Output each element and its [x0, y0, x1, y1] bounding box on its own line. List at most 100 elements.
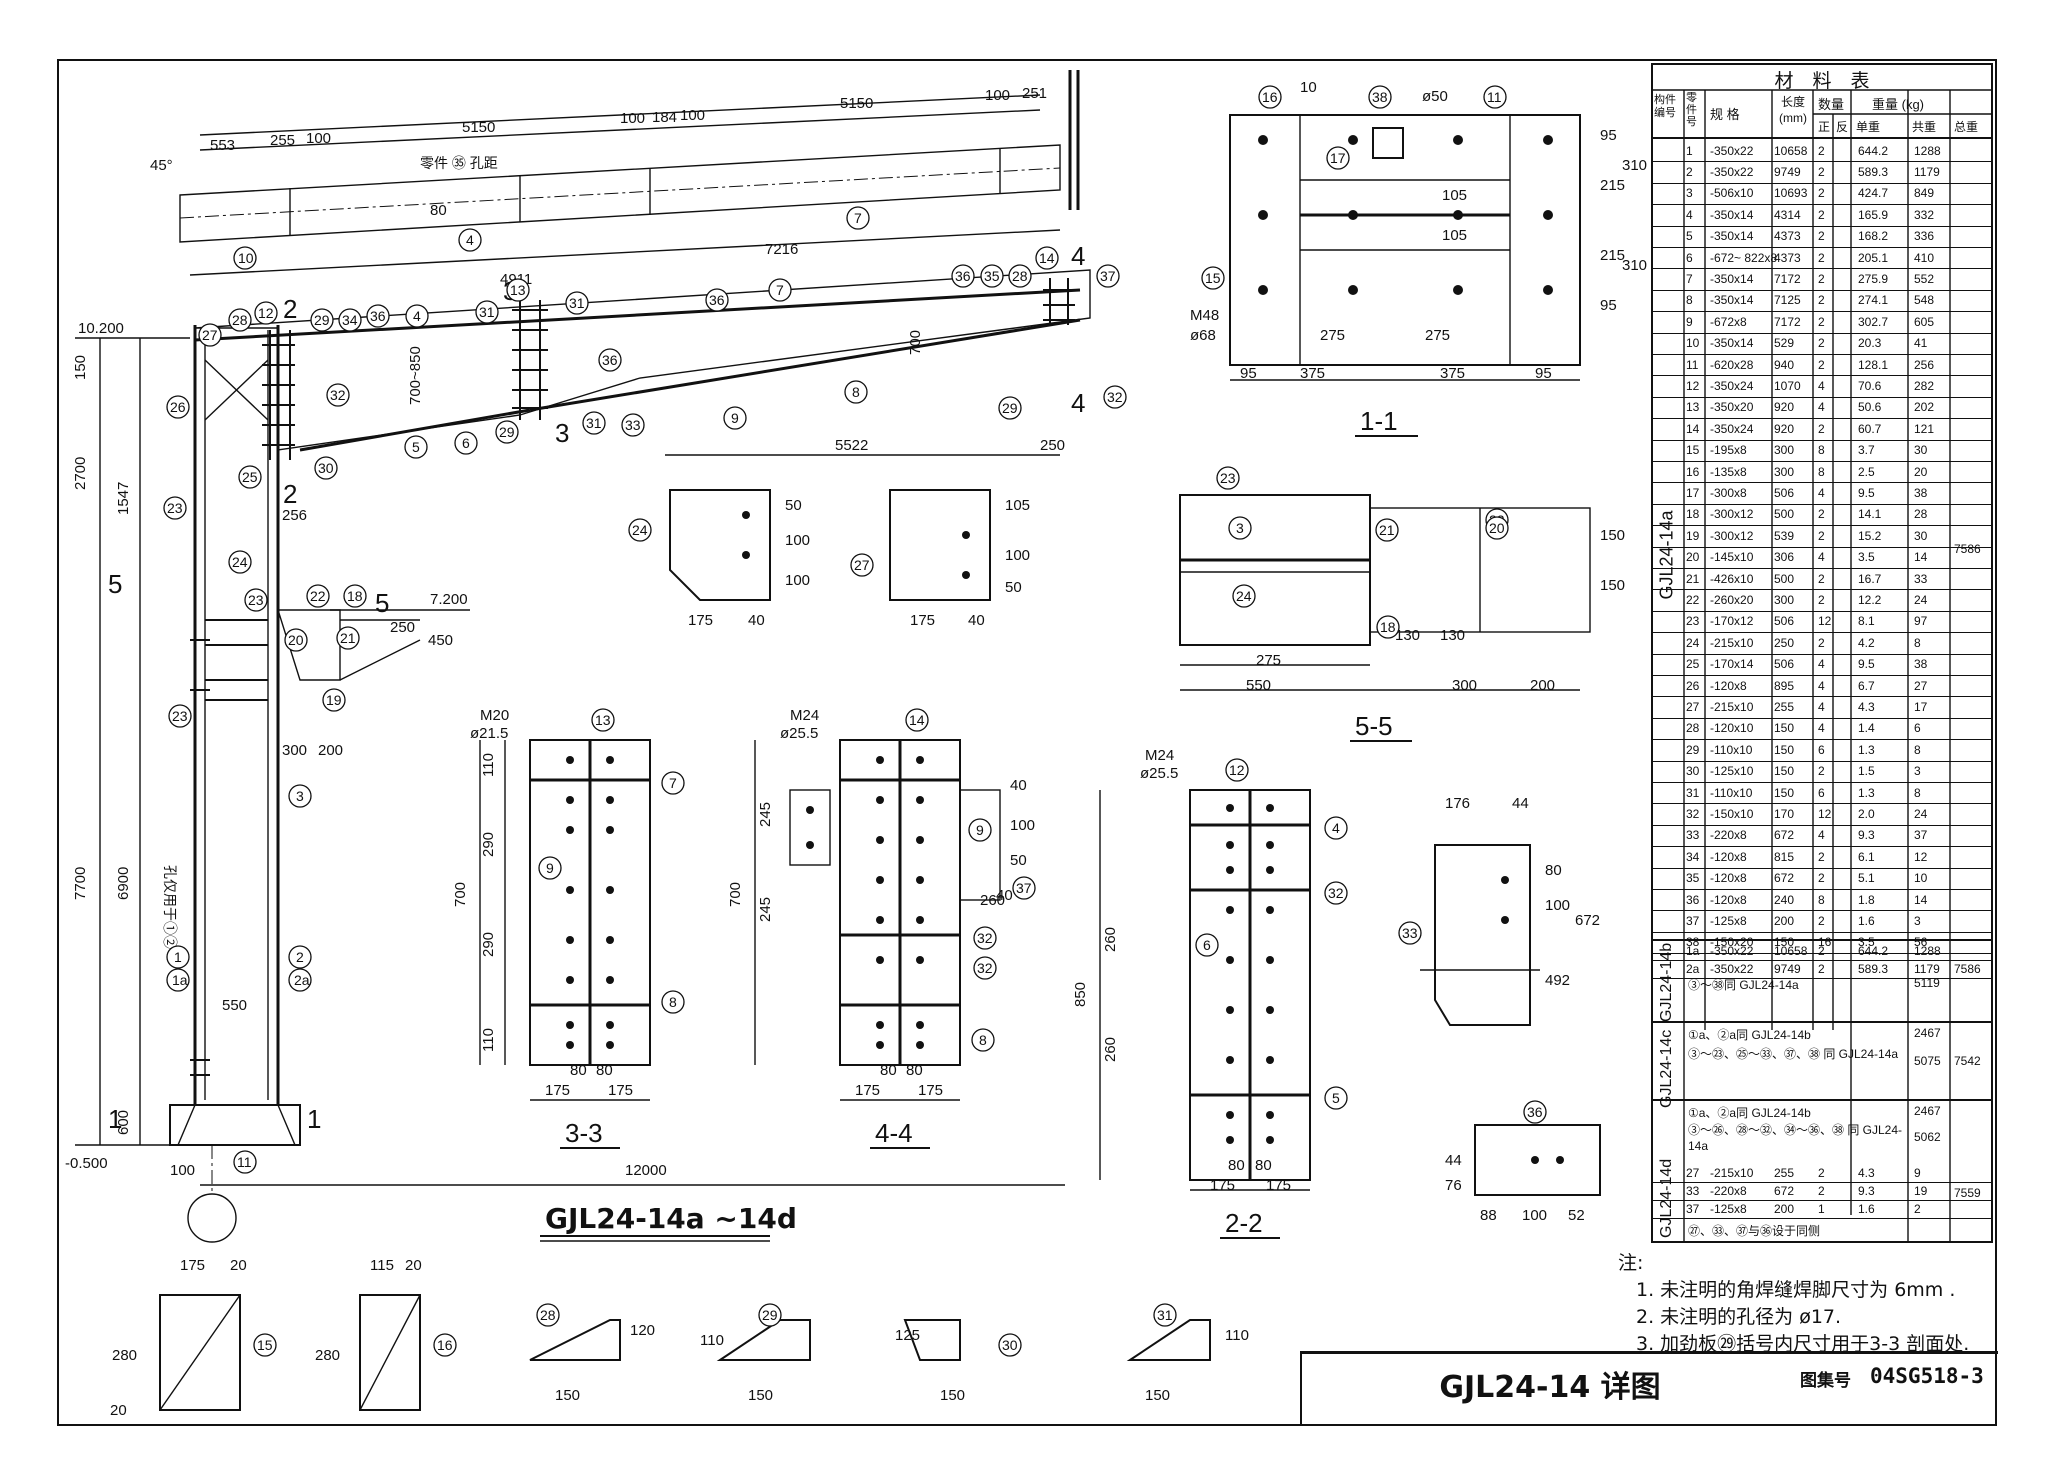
- svg-text:9: 9: [731, 410, 739, 426]
- table-cell: 274.1: [1858, 293, 1889, 308]
- table-cell: -215x10: [1710, 1166, 1754, 1180]
- table-cell: 7: [1686, 272, 1693, 287]
- table-cell: 37: [1686, 914, 1700, 929]
- svg-text:215: 215: [1600, 177, 1625, 194]
- table-cell: 2: [1818, 849, 1825, 864]
- svg-text:32: 32: [330, 387, 346, 403]
- svg-text:50: 50: [1010, 852, 1027, 869]
- svg-text:23: 23: [1220, 470, 1236, 486]
- svg-text:18: 18: [1380, 619, 1396, 635]
- table-cell: 1: [1818, 1202, 1825, 1216]
- table-cell: -350x14: [1710, 293, 1754, 308]
- table-cell: 8: [1914, 742, 1921, 757]
- table-cell: 300: [1774, 593, 1795, 608]
- table-cell: -426x10: [1710, 571, 1754, 586]
- table-cell: 1179: [1914, 962, 1940, 976]
- svg-text:80: 80: [430, 202, 447, 219]
- frame-bolts: [190, 289, 1075, 1076]
- table-cell: 21: [1686, 571, 1700, 586]
- svg-text:5522: 5522: [835, 437, 868, 454]
- svg-text:150: 150: [72, 355, 89, 380]
- svg-text:40: 40: [968, 612, 985, 629]
- svg-text:2: 2: [296, 949, 304, 965]
- note-2: 2. 未注明的孔径为 ø17.: [1636, 1306, 1842, 1328]
- svg-text:76: 76: [1445, 1177, 1462, 1194]
- table-cell: 30: [1686, 764, 1700, 779]
- table-cell: 815: [1774, 849, 1795, 864]
- table-cell: -672x8: [1710, 314, 1747, 329]
- table-cell: 9749: [1774, 962, 1801, 976]
- table-cell: 10658: [1774, 143, 1808, 158]
- table-cell: 28: [1914, 507, 1928, 522]
- table-cell: 60.7: [1858, 421, 1882, 436]
- svg-text:44: 44: [1445, 1152, 1462, 1169]
- table-cell: 4.3: [1858, 700, 1875, 715]
- table-cell: 121: [1914, 421, 1935, 436]
- svg-text:50: 50: [785, 497, 802, 514]
- table-cell: 28: [1686, 721, 1700, 736]
- group-c-note2-w: 5075: [1914, 1054, 1941, 1068]
- table-cell: -120x8: [1710, 849, 1747, 864]
- table-cell: 30: [1914, 443, 1928, 458]
- svg-text:23: 23: [248, 592, 264, 608]
- table-cell: 2: [1818, 143, 1825, 158]
- table-cell: 3: [1914, 764, 1921, 779]
- table-cell: 50.6: [1858, 400, 1882, 415]
- group-c-label: GJL24-14c: [1658, 1029, 1675, 1108]
- table-cell: 282: [1914, 379, 1935, 394]
- svg-text:25: 25: [242, 469, 258, 485]
- title-block-atlas-no: 04SG518-3: [1870, 1364, 1984, 1388]
- svg-text:14: 14: [1039, 250, 1055, 266]
- svg-text:20: 20: [110, 1402, 127, 1419]
- svg-text:33: 33: [625, 417, 641, 433]
- svg-text:105: 105: [1442, 187, 1467, 204]
- table-cell: 7125: [1774, 293, 1801, 308]
- table-cell: 500: [1774, 507, 1795, 522]
- svg-text:5: 5: [412, 439, 420, 455]
- table-cell: -150x10: [1710, 807, 1754, 822]
- group-d-total: 7559: [1954, 1186, 1981, 1200]
- svg-text:100: 100: [1010, 817, 1035, 834]
- svg-text:100: 100: [785, 572, 810, 589]
- table-cell: 14: [1914, 550, 1928, 565]
- group-d-note1-w: 2467: [1914, 1104, 1941, 1118]
- header-member-no: 构件编号: [1654, 94, 1676, 119]
- table-cell: 17: [1914, 700, 1928, 715]
- note-1: 1. 未注明的角焊缝焊脚尺寸为 6mm .: [1636, 1279, 1956, 1301]
- svg-text:24: 24: [232, 554, 248, 570]
- table-cell: 1.8: [1858, 892, 1875, 907]
- table-cell: -350x14: [1710, 229, 1754, 244]
- table-cell: -350x24: [1710, 421, 1754, 436]
- svg-text:40: 40: [1010, 777, 1027, 794]
- header-total-w: 共重: [1912, 120, 1937, 134]
- svg-text:290: 290: [480, 932, 497, 957]
- svg-text:176: 176: [1445, 795, 1470, 812]
- table-cell: 56: [1914, 935, 1928, 950]
- table-cell: 2: [1818, 635, 1825, 650]
- table-cell: 30: [1914, 528, 1928, 543]
- s33-bolt-m: M20: [480, 707, 509, 724]
- svg-text:700: 700: [727, 882, 744, 907]
- svg-text:29: 29: [314, 312, 330, 328]
- svg-text:125: 125: [895, 1327, 920, 1344]
- table-cell: 256: [1914, 357, 1935, 372]
- svg-text:375: 375: [1440, 365, 1465, 382]
- svg-text:15: 15: [1205, 270, 1221, 286]
- title-block: [1300, 1351, 1998, 1426]
